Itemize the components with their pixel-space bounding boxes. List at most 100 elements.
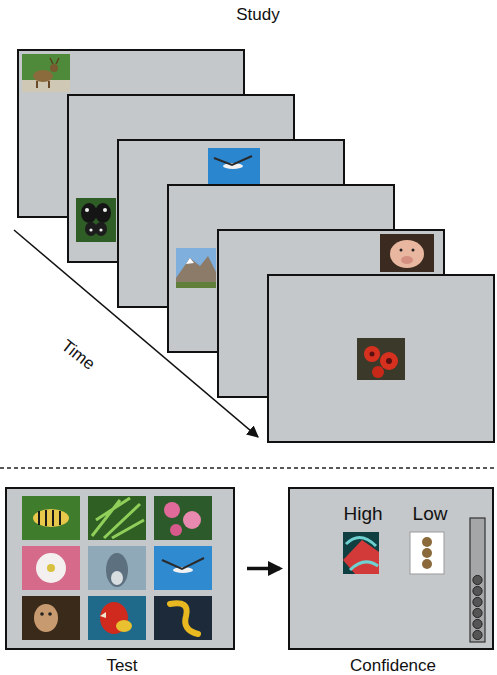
photo-ground — [22, 80, 70, 92]
snow — [186, 258, 194, 264]
monkey-eye — [48, 612, 52, 616]
bar-token — [473, 630, 482, 639]
photo-ground — [357, 338, 405, 380]
mountain-photo — [176, 248, 216, 288]
text-slot: Confidence — [350, 656, 436, 675]
flower-photo — [357, 338, 405, 380]
flower-center — [370, 352, 375, 357]
photo-ground — [76, 198, 116, 242]
bar-token — [473, 619, 482, 628]
bar-token — [473, 608, 482, 617]
high-confidence-icon — [343, 532, 379, 574]
wing-spot — [89, 228, 92, 231]
blossom — [183, 511, 201, 529]
monkey-photo — [22, 596, 80, 640]
bird-wings — [162, 558, 204, 569]
deer-antlers — [50, 58, 59, 64]
screen-caption: Confidence — [350, 656, 436, 675]
photo-ground — [22, 496, 80, 540]
confidence-screen: HighLowConfidence — [288, 487, 494, 650]
flower-center — [47, 564, 55, 572]
seahorse-photo — [154, 596, 212, 640]
beetle-stripes — [39, 510, 60, 526]
mountain — [176, 256, 216, 288]
deer-head — [50, 64, 58, 72]
text-slot: High — [343, 503, 382, 525]
coin — [422, 559, 432, 569]
time-arrow — [14, 230, 258, 437]
photo-ground — [22, 54, 70, 92]
flower — [380, 352, 398, 370]
study-screen — [268, 275, 494, 442]
photo-sky — [208, 148, 260, 184]
plant-photo — [88, 496, 146, 540]
connector-layer — [247, 568, 280, 569]
confidence-bar — [470, 518, 485, 642]
leaves — [92, 498, 144, 538]
parrot-photo — [88, 596, 146, 640]
label-slot: Time — [57, 336, 98, 374]
coin — [422, 548, 432, 558]
butterfly-wing — [95, 222, 107, 236]
photo-ground — [22, 596, 80, 640]
bar-token — [473, 586, 482, 595]
flower-center — [386, 358, 392, 364]
bar-token — [473, 597, 482, 606]
monkey-eye — [40, 612, 44, 616]
wing-spot — [99, 228, 102, 231]
flower — [364, 346, 380, 362]
pig-eye — [400, 249, 403, 252]
beetle-photo — [22, 496, 80, 540]
wing-spot — [85, 208, 89, 212]
axis-label: Time — [57, 336, 98, 374]
parrot-beak — [100, 612, 106, 618]
bird-photo — [154, 546, 212, 590]
parrot-wing — [116, 620, 132, 632]
photo-ground — [88, 596, 146, 640]
flow-arrow — [247, 567, 280, 571]
blossom — [164, 502, 180, 518]
dolphin-photo — [88, 546, 146, 590]
meadow — [176, 282, 216, 288]
pig-snout — [401, 256, 413, 264]
screen-ground — [288, 487, 494, 650]
separator — [0, 467, 497, 469]
test-screen: Test — [5, 487, 235, 650]
deer-photo — [22, 54, 70, 92]
flower — [372, 366, 384, 378]
low-confidence-icon — [410, 532, 444, 574]
butterfly-wing — [81, 203, 97, 223]
monkey-face — [34, 604, 58, 632]
photo-ground — [380, 234, 434, 272]
photo-ground — [88, 546, 146, 590]
pig-head — [390, 240, 424, 268]
photo-ground — [88, 496, 146, 540]
icon-ground — [410, 532, 444, 574]
wing-spot — [103, 208, 107, 212]
beetle — [33, 509, 69, 527]
dolphin-belly — [111, 571, 123, 585]
pig-eye — [412, 249, 415, 252]
butterfly-photo — [76, 198, 116, 242]
photo-ground — [154, 596, 212, 640]
icon-ground — [343, 532, 379, 574]
icon-stroke — [346, 537, 378, 570]
deer-legs — [37, 81, 49, 88]
bar-token — [473, 575, 482, 584]
photo-ground — [22, 546, 80, 590]
pig-photo — [380, 234, 434, 272]
seahorse — [170, 603, 198, 634]
photo-ground — [154, 496, 212, 540]
label-slot: Study — [236, 5, 279, 25]
coin — [422, 537, 432, 547]
dolphin — [106, 553, 128, 587]
section-heading: Study — [236, 5, 279, 25]
deer-body — [33, 70, 53, 82]
bird-wings — [214, 156, 252, 165]
photo-sky — [176, 248, 216, 288]
screen-caption: Test — [106, 656, 137, 675]
blossom — [36, 553, 66, 583]
text-slot: Low — [413, 503, 448, 525]
